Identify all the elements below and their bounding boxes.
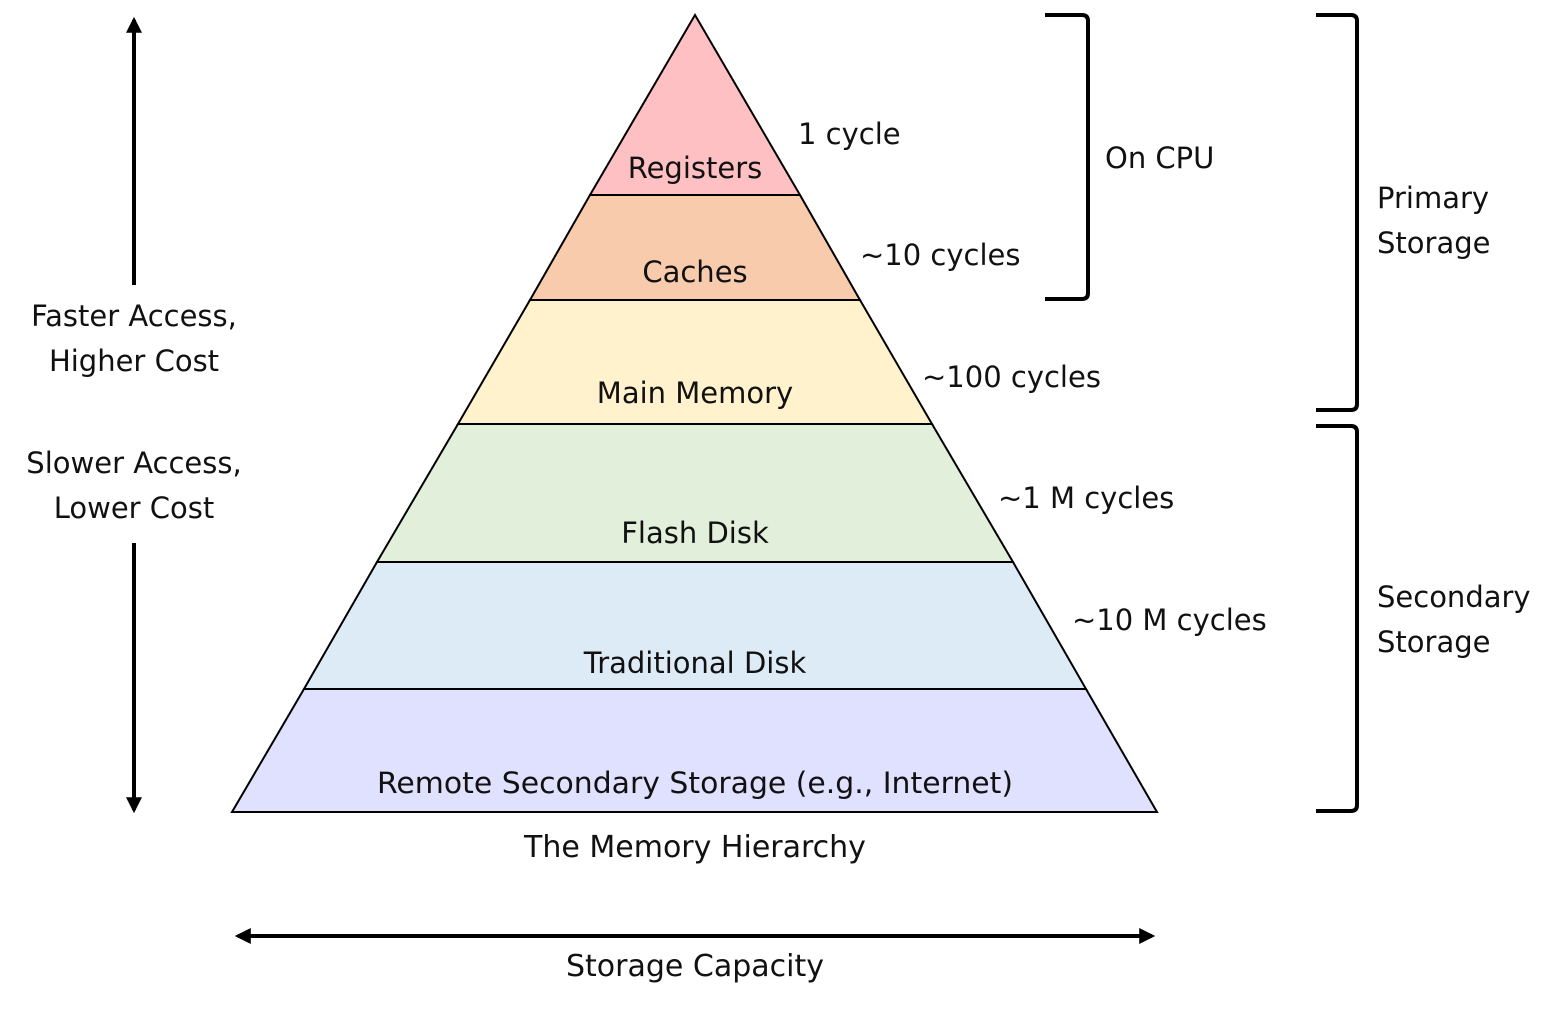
layer-label-registers: Registers	[628, 151, 763, 185]
faster-access-label: Faster Access,	[31, 299, 237, 333]
on-cpu-label: On CPU	[1105, 141, 1214, 175]
latency-labels: 1 cycle ~10 cycles ~100 cycles ~1 M cycl…	[798, 117, 1267, 637]
latency-registers: 1 cycle	[798, 117, 901, 151]
primary-storage-label-line1: Primary	[1377, 181, 1489, 215]
storage-capacity-label: Storage Capacity	[566, 949, 824, 984]
layer-label-main-memory: Main Memory	[597, 376, 793, 410]
secondary-storage-label-line2: Storage	[1377, 625, 1490, 659]
latency-main-memory: ~100 cycles	[922, 360, 1101, 394]
lower-cost-label: Lower Cost	[54, 491, 215, 525]
latency-traditional-disk: ~10 M cycles	[1072, 603, 1267, 637]
pyramid-caption: The Memory Hierarchy	[523, 830, 866, 865]
secondary-storage-bracket	[1316, 424, 1359, 813]
latency-caches: ~10 cycles	[860, 238, 1020, 272]
layer-label-caches: Caches	[642, 255, 747, 289]
slower-access-label: Slower Access,	[26, 446, 241, 480]
secondary-storage-label-line1: Secondary	[1377, 580, 1531, 614]
pyramid	[230, 13, 1159, 813]
layer-label-traditional-disk: Traditional Disk	[583, 646, 807, 680]
tier-labels: Registers Caches Main Memory Flash Disk …	[377, 151, 1013, 800]
primary-storage-bracket	[1316, 13, 1359, 412]
storage-brackets: On CPU Primary Storage Secondary Storage	[1045, 13, 1531, 813]
higher-cost-label: Higher Cost	[49, 344, 219, 378]
primary-storage-label-line2: Storage	[1377, 226, 1490, 260]
storage-capacity-axis: Storage Capacity	[234, 928, 1156, 984]
latency-flash-disk: ~1 M cycles	[998, 481, 1174, 515]
on-cpu-bracket	[1045, 13, 1090, 301]
layer-label-flash-disk: Flash Disk	[621, 516, 769, 550]
tier-remote-storage	[230, 688, 1159, 813]
layer-label-remote-storage: Remote Secondary Storage (e.g., Internet…	[377, 766, 1013, 800]
access-cost-axis: Faster Access, Higher Cost Slower Access…	[26, 16, 242, 814]
